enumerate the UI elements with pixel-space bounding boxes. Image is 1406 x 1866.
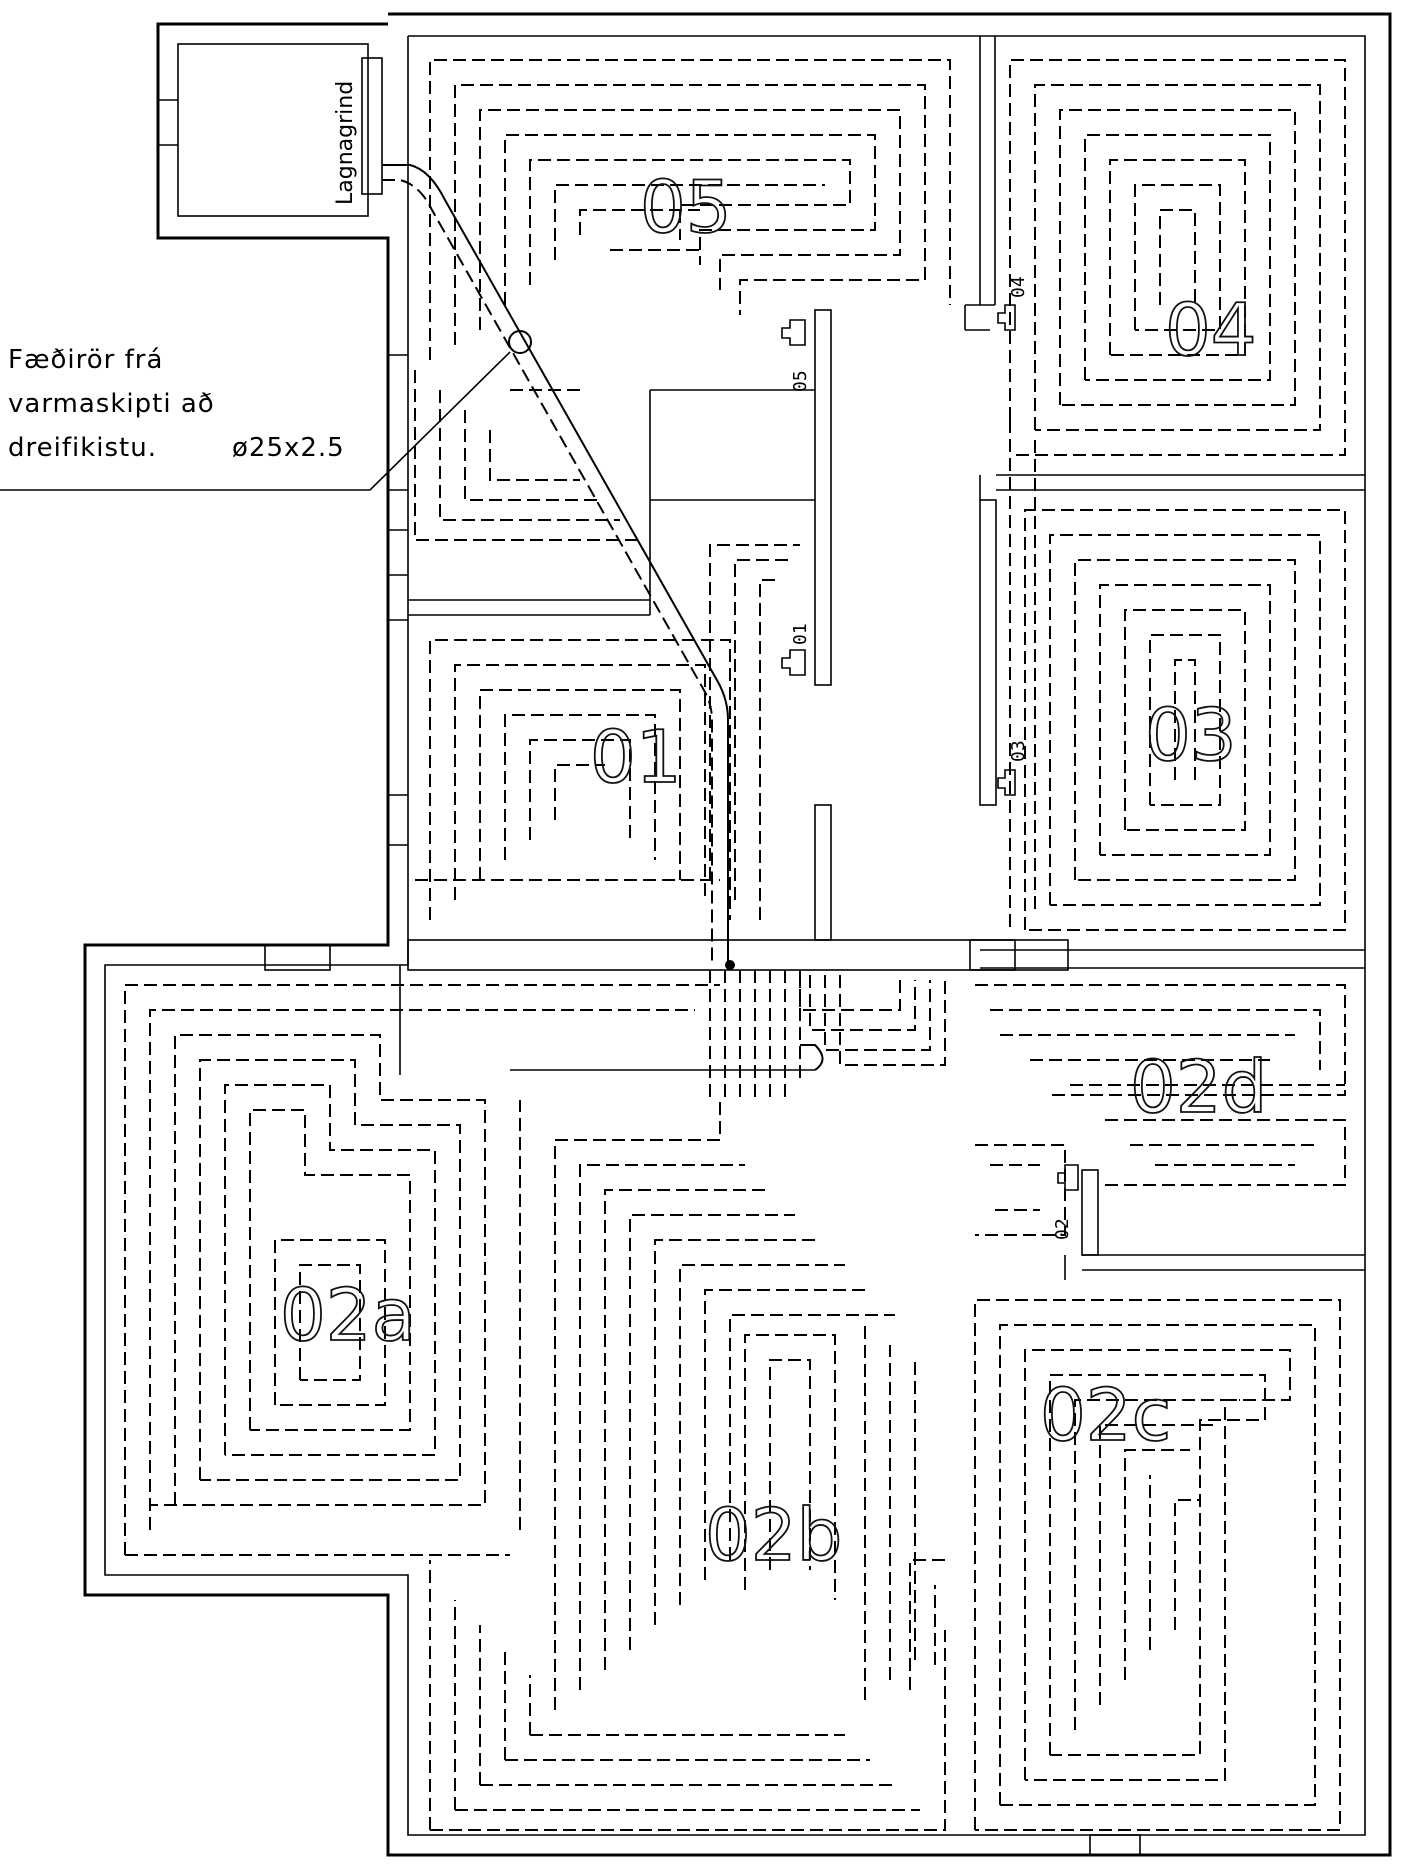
note-line-3a: dreifikistu. bbox=[8, 433, 157, 463]
zone-label-02c: 02c bbox=[1040, 1373, 1171, 1457]
manifold-boxes bbox=[781, 304, 1079, 1191]
zone-label-04: 04 bbox=[1165, 288, 1257, 372]
manifold-label-02: 02 bbox=[1052, 1218, 1073, 1240]
note-line-2: varmaskipti að bbox=[8, 389, 215, 419]
zone-label-03: 03 bbox=[1145, 693, 1237, 777]
zone-label-05: 05 bbox=[640, 165, 732, 249]
interior-walls bbox=[264, 36, 1365, 1280]
feed-pipe bbox=[0, 164, 824, 1071]
note-line-1: Fæðirör frá bbox=[8, 345, 163, 375]
outer-walls bbox=[83, 12, 1392, 1857]
zone-label-01: 01 bbox=[590, 715, 682, 799]
zone-label-02b: 02b bbox=[705, 1493, 842, 1577]
zone-labels: 05 04 01 03 02d 02a 02c 02b bbox=[279, 164, 1268, 1578]
heating-loops bbox=[124, 59, 1346, 1831]
manifold-label-05: 05 bbox=[790, 370, 811, 392]
manifold-label-04: 04 bbox=[1008, 276, 1029, 298]
note-line-3b: ø25x2.5 bbox=[232, 433, 345, 463]
zone-label-02a: 02a bbox=[280, 1273, 416, 1357]
manifold-label-03: 03 bbox=[1008, 740, 1029, 762]
feed-pipe-note: Fæðirör frá varmaskipti að dreifikistu. … bbox=[8, 345, 345, 463]
room-label-lagnagrind: Lagnagrind bbox=[333, 81, 358, 205]
manifold-label-01: 01 bbox=[790, 623, 811, 645]
manifold-labels: 05 04 01 03 02 bbox=[790, 276, 1073, 1240]
zone-label-02d: 02d bbox=[1130, 1045, 1267, 1129]
